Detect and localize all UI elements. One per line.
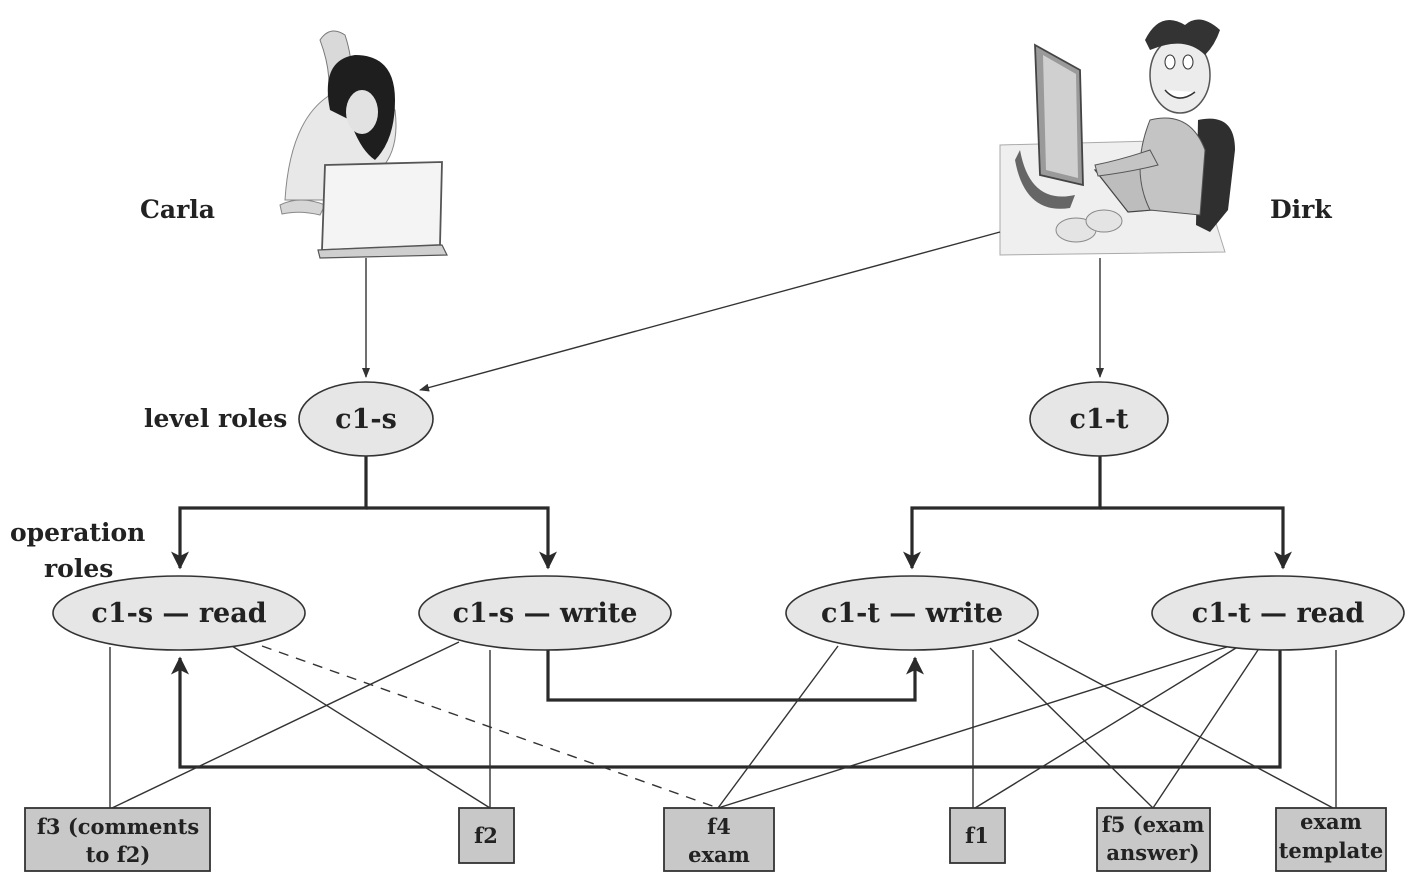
file-f1: f1 — [949, 807, 1006, 864]
dirk-to-c1s-arrow — [419, 231, 1001, 392]
c1t-label: c1-t — [1070, 404, 1129, 435]
c1s-write-label: c1-s — write — [453, 598, 638, 629]
file-f5: f5 (exam answer) — [1096, 807, 1211, 872]
level-role-c1s: c1-s — [298, 381, 434, 457]
c1t-to-read-connector — [1100, 506, 1292, 570]
exam-template-label-line2: template — [1279, 838, 1384, 863]
c1t-read-label: c1-t — read — [1192, 598, 1365, 629]
f4-label-line1: f4 — [707, 814, 731, 839]
file-exam-template: exam template — [1275, 807, 1387, 872]
operation-role-c1t-write: c1-t — write — [785, 575, 1039, 651]
permission-lines — [109, 639, 1337, 809]
c1t-write-label: c1-t — write — [821, 598, 1003, 629]
file-f2: f2 — [458, 807, 515, 864]
carla-name-label: Carla — [140, 195, 215, 224]
f5-label-line1: f5 (exam — [1102, 812, 1205, 837]
c1t-read-to-c1s-read-connector — [171, 650, 1282, 769]
f3-label-line2: to f2) — [86, 842, 151, 867]
level-role-c1t: c1-t — [1029, 381, 1169, 457]
c1s-to-write-connector — [366, 506, 557, 570]
dirk-illustration-icon — [999, 19, 1235, 256]
file-f3: f3 (comments to f2) — [24, 807, 211, 872]
operation-role-c1s-write: c1-s — write — [418, 575, 672, 651]
operation-role-c1t-read: c1-t — read — [1151, 575, 1405, 651]
file-f4: f4 exam — [663, 807, 775, 872]
carla-illustration-icon — [279, 30, 448, 259]
c1s-label: c1-s — [335, 404, 397, 435]
f1-label: f1 — [965, 823, 989, 848]
operation-roles-label-line2: roles — [44, 554, 113, 583]
f5-label-line2: answer) — [1106, 840, 1199, 865]
c1s-read-label: c1-s — read — [91, 598, 266, 629]
dirk-name-label: Dirk — [1270, 195, 1332, 224]
operation-role-c1s-read: c1-s — read — [52, 575, 306, 651]
level-roles-label: level roles — [144, 404, 287, 433]
dashed-permission-line — [261, 645, 719, 809]
f4-label-line2: exam — [688, 842, 750, 867]
operation-roles-label-line1: operation — [10, 518, 145, 547]
f3-label-line1: f3 (comments — [37, 814, 199, 839]
exam-template-label-line1: exam — [1300, 809, 1362, 834]
f2-label: f2 — [474, 823, 498, 848]
c1t-to-write-connector — [903, 455, 1102, 570]
c1s-to-read-connector — [171, 455, 368, 570]
c1s-write-to-c1t-write-connector — [546, 650, 924, 702]
